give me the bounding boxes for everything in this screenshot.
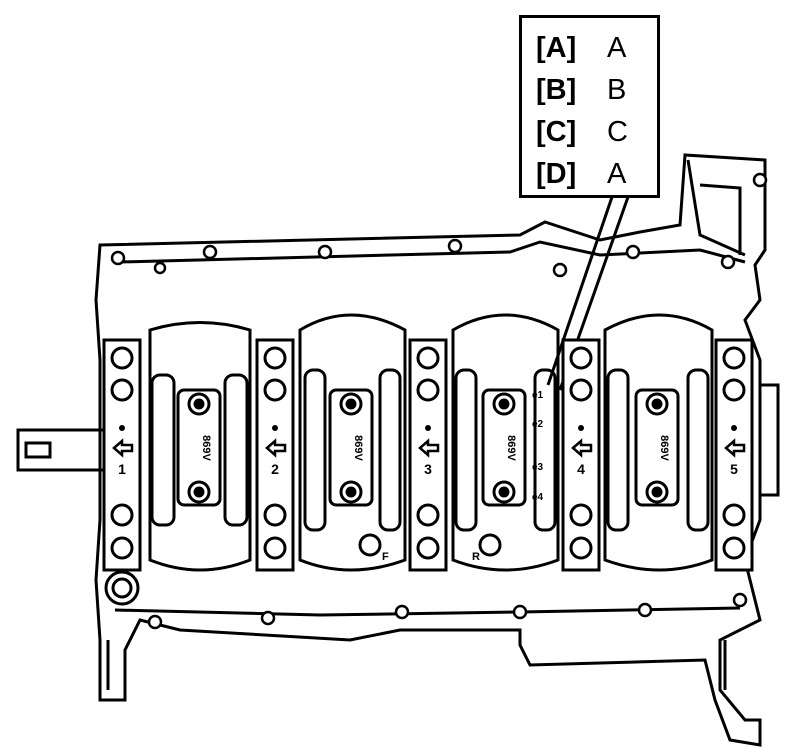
cap-dots <box>119 425 737 431</box>
legend-key: [B] <box>536 74 577 106</box>
legend-value: A <box>607 32 627 64</box>
main-bearing-bolts <box>104 346 746 606</box>
perimeter-bolt-holes <box>110 172 768 630</box>
block-outline <box>94 153 767 747</box>
letter-rear: R <box>472 551 480 563</box>
bore-mark-e1: e1 <box>532 390 544 401</box>
legend-row-b: [B] B <box>536 74 656 110</box>
main-girders <box>102 338 754 572</box>
rod-cap-markings: 869V 869V 869V 869V <box>200 435 670 461</box>
legend-row-a: [A] A <box>536 32 656 68</box>
bore-mark-e2: e2 <box>532 419 544 430</box>
legend-value: C <box>607 116 628 148</box>
bore-mark-e4: e4 <box>532 492 544 503</box>
legend-key: [A] <box>536 32 577 64</box>
legend-value: A <box>607 158 627 190</box>
legend-row-d: [D] A <box>536 158 656 194</box>
rod-marking-1: 869V <box>200 435 212 461</box>
cap-number-4: 4 <box>577 461 585 477</box>
legend-key: [C] <box>536 116 577 148</box>
cap-number-5: 5 <box>730 461 738 477</box>
letter-front: F <box>382 551 389 563</box>
cap-number-1: 1 <box>118 461 126 477</box>
rod-caps <box>176 388 680 507</box>
rod-marking-2: 869V <box>352 435 364 461</box>
rod-cap-bolts <box>187 392 669 504</box>
block-letters: F R <box>382 551 480 563</box>
cap-number-3: 3 <box>424 461 432 477</box>
bearing-cap-numbers: 1 2 3 4 5 <box>118 461 738 477</box>
bore-mark-e3: e3 <box>532 462 544 473</box>
legend-row-c: [C] C <box>536 116 656 152</box>
cap-number-2: 2 <box>271 461 279 477</box>
legend-value: B <box>607 74 627 106</box>
callout-legend: [A] A [B] B [C] C [D] A <box>519 15 660 198</box>
front-arrows <box>112 438 746 458</box>
crank-throws <box>148 313 714 572</box>
rod-marking-4: 869V <box>658 435 670 461</box>
bore-marks: e1 e2 e3 e4 <box>532 390 544 503</box>
legend-key: [D] <box>536 158 577 190</box>
rod-marking-3: 869V <box>505 435 517 461</box>
